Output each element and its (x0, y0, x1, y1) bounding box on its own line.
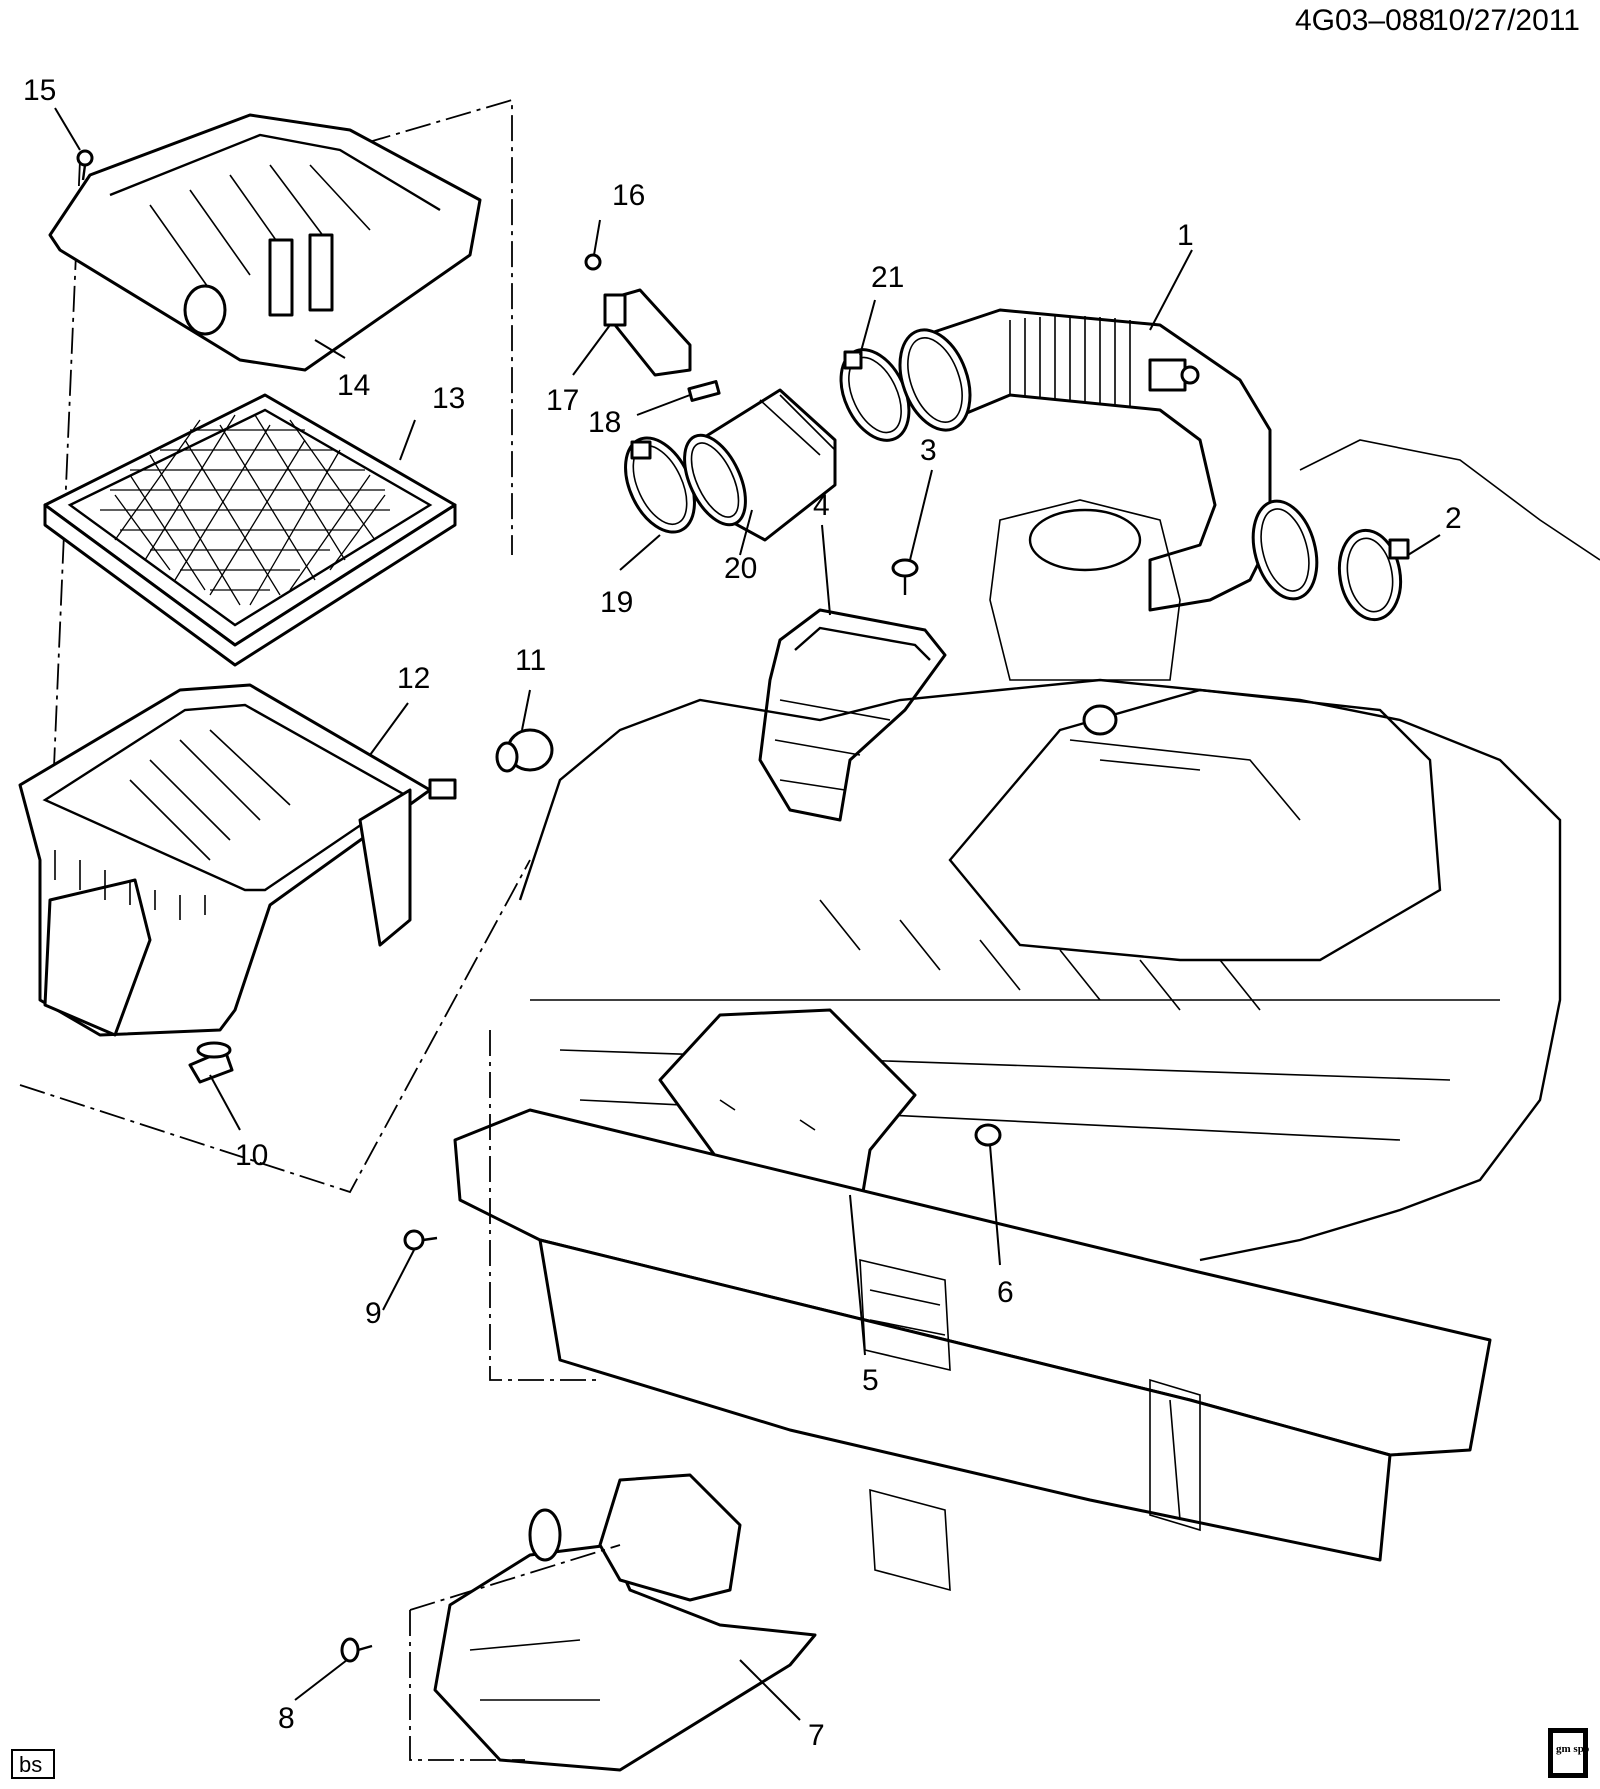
callout-4: 4 (813, 489, 830, 522)
clamp-2 (1337, 528, 1410, 622)
gm-spo-logo: gm spo (1548, 1728, 1590, 1778)
callout-12: 12 (397, 662, 430, 695)
callout-11: 11 (515, 644, 546, 677)
callout-1: 1 (1177, 219, 1194, 252)
clamp-19 (624, 436, 696, 534)
callout-3: 3 (920, 434, 937, 467)
lower-air-duct-7 (433, 1473, 817, 1772)
push-pin-8 (340, 1637, 373, 1663)
callout-9: 9 (365, 1297, 382, 1330)
callout-13: 13 (432, 382, 465, 415)
callout-14: 14 (337, 369, 370, 402)
mass-air-flow-sensor (584, 253, 721, 402)
callout-numbers: 1 2 3 4 5 6 7 8 9 10 11 12 13 14 15 16 1… (23, 74, 1462, 1752)
grommet-11 (495, 728, 554, 773)
bs-badge: bs (11, 1749, 55, 1779)
diagram-code: 4G03–088 (1295, 4, 1435, 37)
push-pin-3 (891, 558, 919, 595)
air-cleaner-upper-housing (48, 113, 482, 372)
grommet-10 (188, 1041, 234, 1084)
push-pin-6 (974, 1123, 1002, 1147)
callout-15: 15 (23, 74, 56, 107)
gm-spo-logo-text: gm spo (1556, 1743, 1590, 1755)
bs-badge-text: bs (19, 1752, 42, 1777)
filter-honeycomb (100, 414, 390, 606)
clamp-21 (839, 348, 911, 442)
callout-10: 10 (235, 1139, 268, 1172)
callout-8: 8 (278, 1702, 295, 1735)
intake-duct-1 (898, 308, 1319, 612)
leader-lines (54, 107, 1441, 1721)
callout-6: 6 (997, 1276, 1014, 1309)
callout-7: 7 (808, 1719, 825, 1752)
screw-15 (76, 149, 94, 181)
callout-17: 17 (546, 384, 579, 417)
callout-16: 16 (612, 179, 645, 212)
lower-duct-group-boundary (409, 1030, 621, 1761)
air-filter-element (43, 393, 457, 667)
engine-compartment (518, 439, 1600, 1262)
maf-duct-20 (683, 388, 837, 542)
callout-2: 2 (1445, 502, 1462, 535)
callout-18: 18 (588, 406, 621, 439)
callout-5: 5 (862, 1364, 879, 1397)
radiator-support (453, 1108, 1492, 1592)
air-inlet-duct-4 (758, 608, 947, 822)
diagram-date: 10/27/2011 (1432, 4, 1580, 37)
callout-21: 21 (871, 261, 904, 294)
bolt-9 (403, 1229, 438, 1251)
air-cleaner-lower-housing (18, 683, 457, 1037)
callout-19: 19 (600, 586, 633, 619)
callout-20: 20 (724, 552, 757, 585)
